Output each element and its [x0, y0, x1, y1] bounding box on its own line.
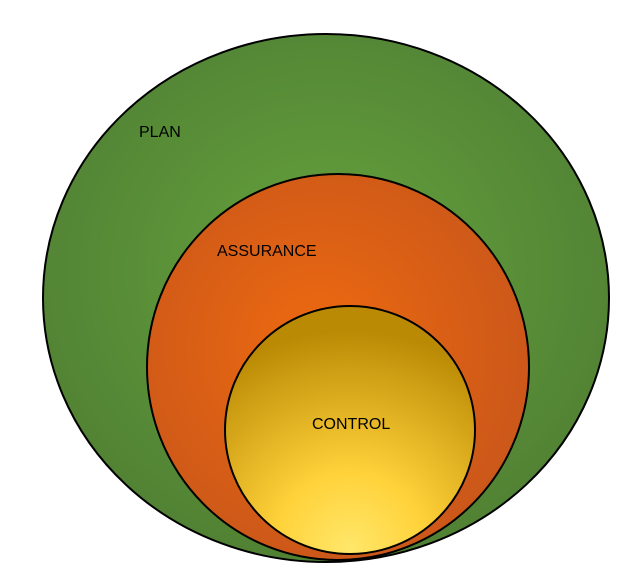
control-label: CONTROL — [312, 416, 390, 433]
control-circle — [224, 305, 476, 555]
plan-label: PLAN — [139, 124, 181, 141]
assurance-label: ASSURANCE — [217, 243, 317, 260]
